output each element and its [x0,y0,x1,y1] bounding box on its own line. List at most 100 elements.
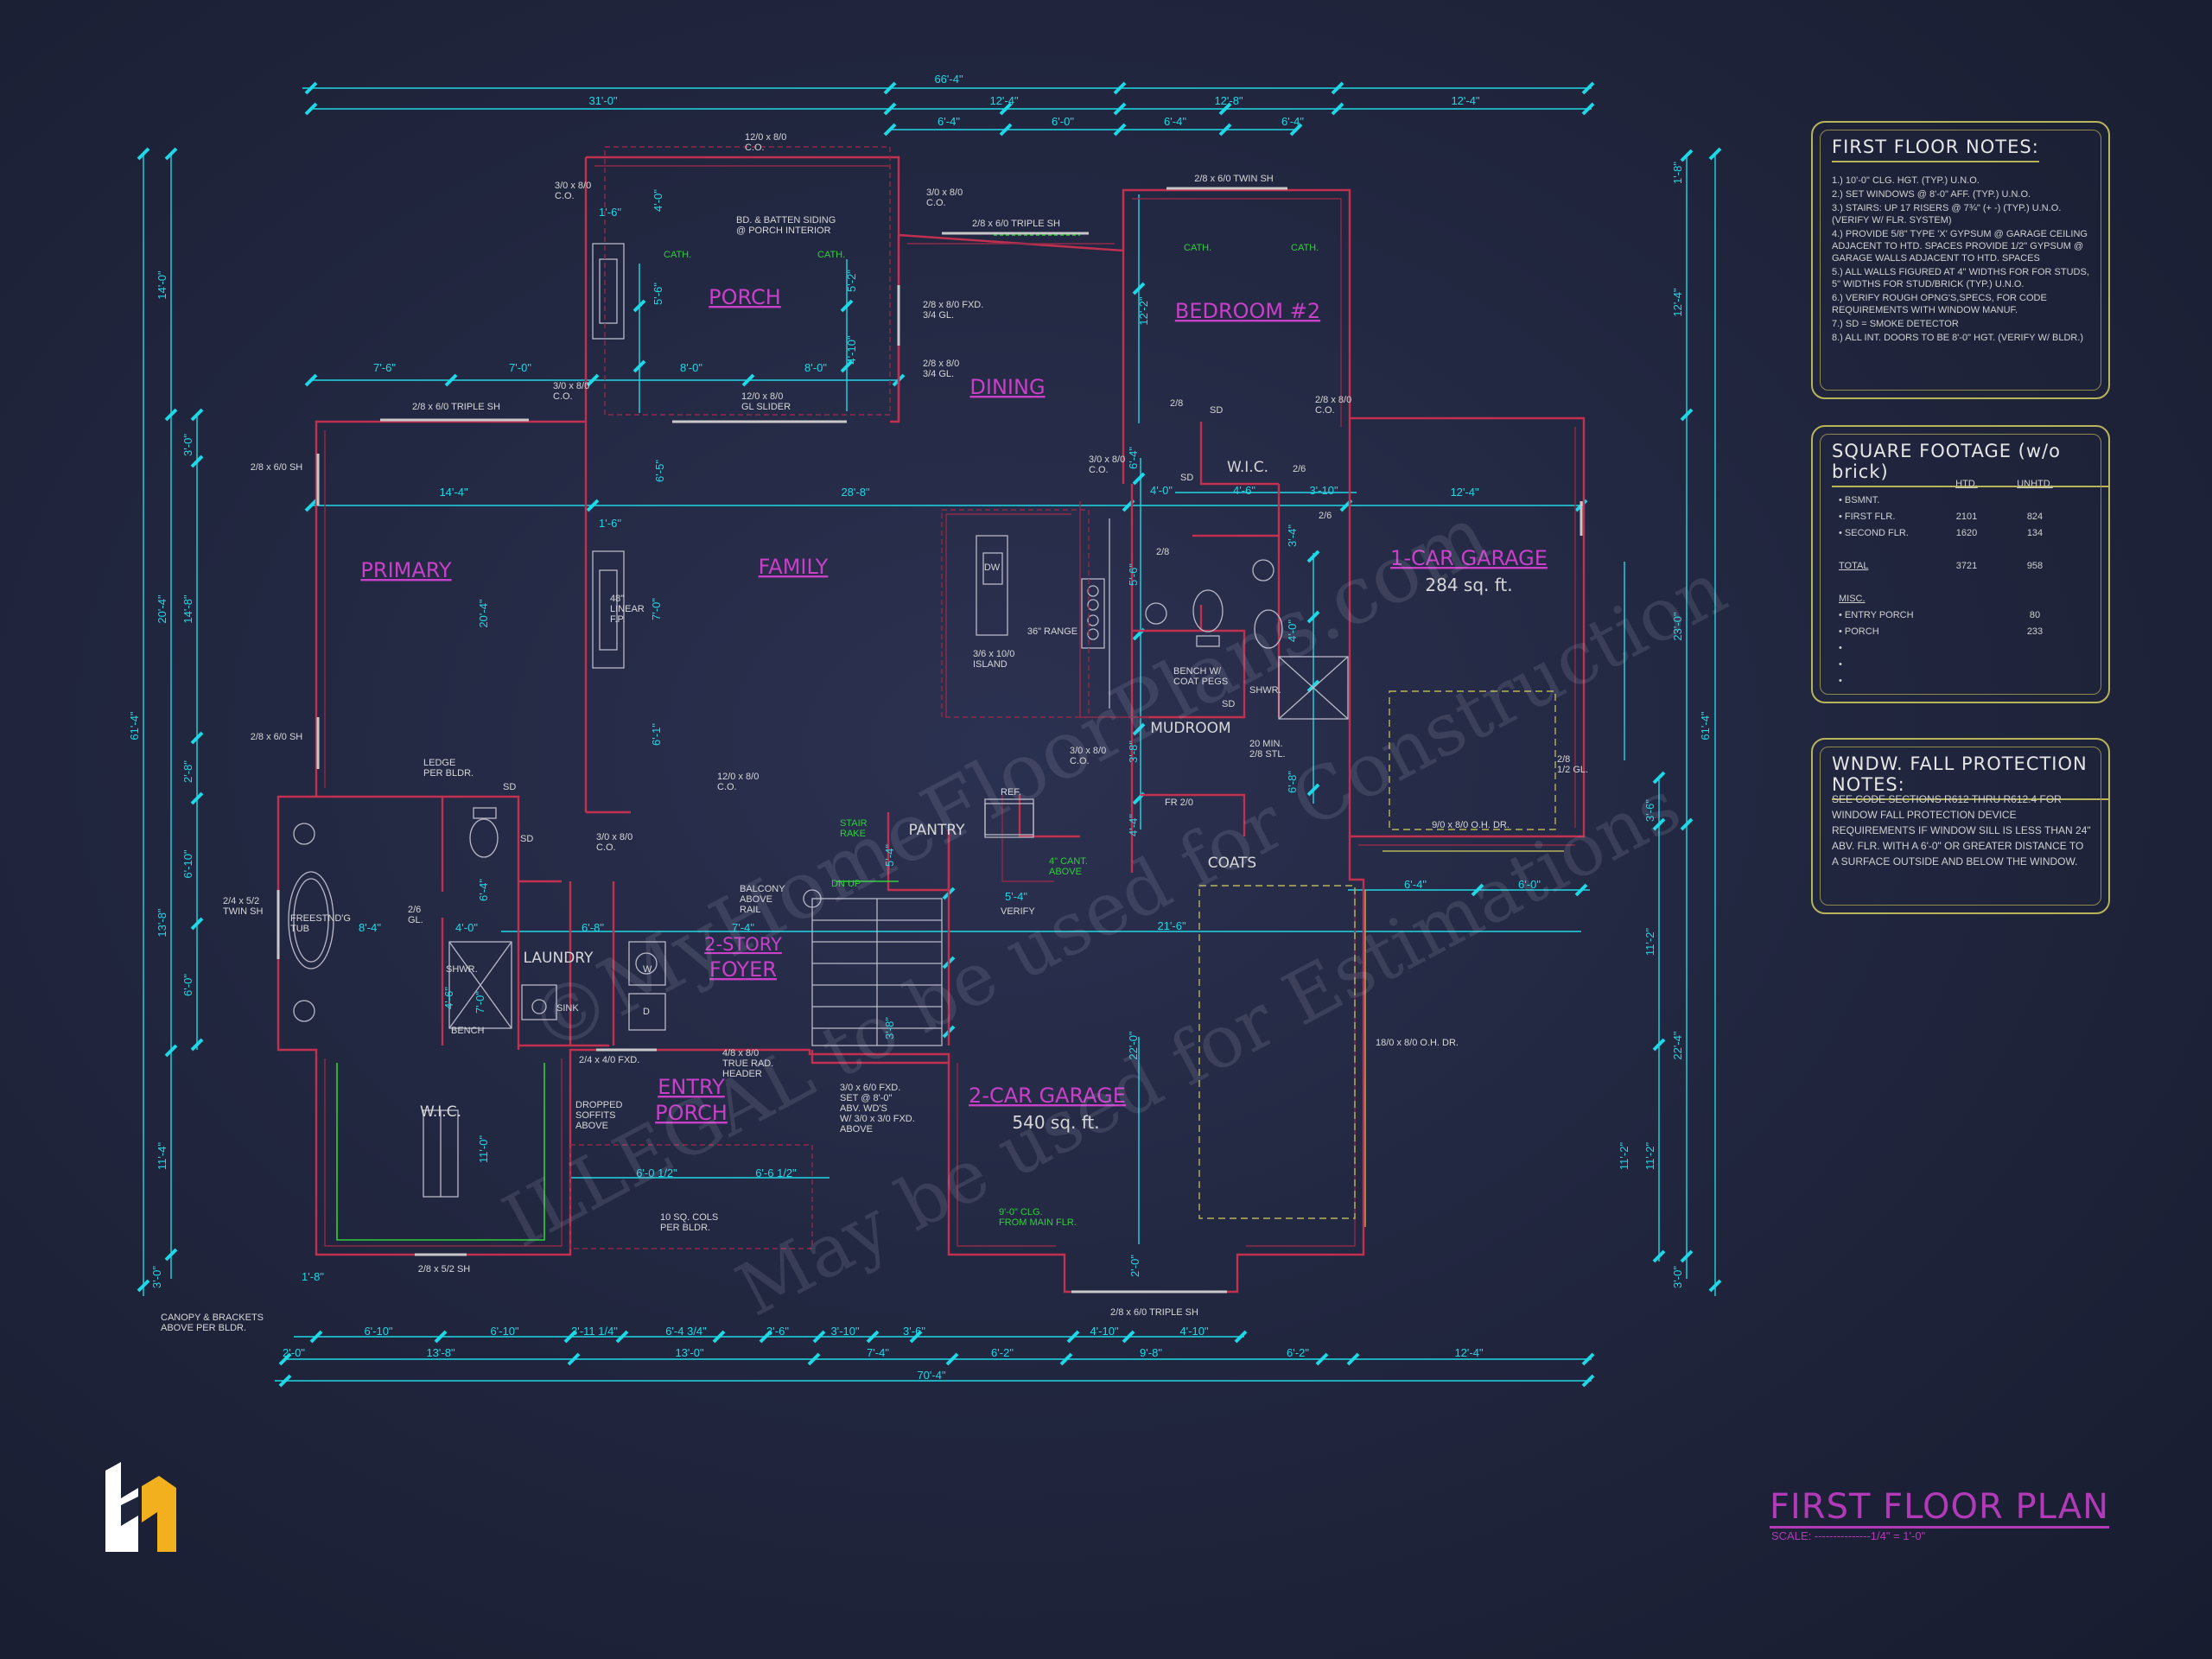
dim-int-wic1-b: 1'-8" [302,1270,324,1283]
windows [276,187,1583,1294]
label-cath3: CATH. [1184,243,1211,253]
label-fr-door: FR 2/0 [1165,798,1193,808]
label-cath1: CATH. [664,250,691,260]
sqft-row: • [1832,659,2091,676]
dim-int-wic2-w3: 3'-10" [1309,484,1338,497]
plan-scale: SCALE: ---------------1/4" = 1'-0" [1771,1529,1926,1542]
dim-int-wic2-w2: 4'-0" [1150,484,1173,497]
dim-int-bed-h: 12'-2" [1137,296,1150,326]
room-entry-b: PORCH [655,1101,728,1125]
label-ref: REF. [1001,787,1021,798]
dim-int-shwr2: 7'-0" [474,991,486,1014]
dim-int-primbath-b: 4'-0" [455,921,478,934]
sqft-row: • BSMNT. [1832,495,2091,512]
fall-text: SEE CODE SECTIONS R612 THRU R612.4 FOR W… [1832,793,2091,868]
fall-title: WNDW. FALL PROTECTION NOTES: [1832,753,2108,800]
label-w-prim-left2: 2/8 x 6/0 SH [251,732,303,742]
dim-left-total: 61'-4" [128,711,141,741]
room-wic2: W.I.C. [1227,459,1268,476]
label-w-garage-triple: 2/8 x 6/0 TRIPLE SH [1110,1307,1198,1318]
dim-top-b: 12'-4" [989,94,1019,107]
accent-lines [336,146,1564,1249]
room-pantry: PANTRY [908,822,965,839]
label-oh-door2: 18/0 x 8/0 O.H. DR. [1376,1038,1459,1048]
dim-int-porch-h4: 4'-10" [845,335,858,365]
label-sd1: SD [1210,405,1223,416]
sqft-row [1832,577,2091,594]
note-item: 1.) 10'-0" CLG. HGT. (TYP.) U.N.O. [1832,175,1980,186]
dim-top2-c: 6'-4" [1164,115,1186,128]
sqft-title: SQUARE FOOTAGE (w/o brick) [1832,441,2108,487]
sqft-cell-label: • PORCH [1839,626,1879,637]
dim-right-c: 22'-4" [1671,1031,1684,1060]
dim-int-porch-w4: 8'-0" [804,361,827,374]
dim-top2-a: 6'-4" [938,115,960,128]
room-garage2-area: 540 sq. ft. [1012,1112,1099,1133]
dim-bottom-e: 9'-8" [1140,1346,1162,1359]
sqft-cell-htd: 2101 [1955,512,1978,522]
dim-left2-b: 14'-8" [181,594,194,624]
label-bench: BENCH W/COAT PEGS [1173,666,1228,687]
dim-int-foyer-w: 7'-4" [732,921,754,934]
dim-int-family-d: 6'-5" [653,460,666,482]
dim-int-stair-a: 5'-4" [883,844,896,867]
plan-title: FIRST FLOOR PLAN [1770,1487,2110,1529]
dim-top-d: 12'-4" [1451,94,1480,107]
dim-right-e: 3'-0" [1671,1266,1684,1288]
label-sd4: SD [503,782,516,792]
brand-logo-icon [105,1462,176,1552]
dim-top-c: 12'-8" [1214,94,1243,107]
dim-int-porch-fw: 6'-0 1/2" [636,1166,677,1179]
dim-int-garage-bottom: 2'-0" [1128,1255,1141,1277]
label-washer: W [643,964,652,975]
square-footage-panel: SQUARE FOOTAGE (w/o brick) HTD.UNHTD. • … [1811,425,2110,703]
dim-int-primbath-w: 8'-4" [359,921,381,934]
label-door-b: 2/6 [1293,464,1306,474]
dim-right2-b: 11'-2" [1643,928,1656,957]
dim-int-garage2-top2: 6'-0" [1518,878,1541,891]
room-dining: DINING [969,375,1045,399]
dim-right2-c: 11'-2" [1643,1142,1656,1171]
dim-bottom2-f: 3'-10" [830,1325,860,1338]
dim-int-primary-w: 14'-4" [439,486,468,499]
room-foyer-b: FOYER [709,957,777,982]
label-w-prim-top: 2/8 x 6/0 TRIPLE SH [412,402,500,412]
dim-bottom-b: 13'-0" [675,1346,704,1359]
dim-bottom-f: 6'-2" [1287,1346,1309,1359]
dim-top-total: 66'-4" [934,73,963,86]
dim-int-garage2-w: 21'-6" [1157,919,1186,932]
dim-bottom-left-x: 2'-0" [283,1346,305,1359]
room-garage1-area: 284 sq. ft. [1425,575,1512,595]
label-w-prim-left1: 2/8 x 6/0 SH [251,462,303,473]
dim-bottom2-e: 3'-6" [766,1325,789,1338]
exterior-walls [276,156,1586,1294]
dim-int-mud-c: 4'-4" [1127,814,1140,836]
label-dw: DW [984,563,1001,573]
label-sink: SINK [556,1003,579,1014]
dim-int-bath-a: 6'-4" [1127,447,1140,469]
dim-int-family-h1: 7'-0" [650,598,663,620]
dim-int-laundry-w: 6'-8" [582,921,604,934]
room-garage2: 2-CAR GARAGE [969,1084,1126,1108]
label-door-d: 2/8 [1156,547,1169,557]
dim-left-a: 14'-0" [156,270,168,300]
dim-right-total: 61'-4" [1699,711,1712,741]
label-w-bed-top: 2/8 x 6/0 TWIN SH [1194,174,1274,184]
label-door-a: 2/8 [1170,398,1183,409]
dim-left2-c: 2'-8" [181,760,194,783]
sqft-cell-label: MISC. [1839,594,1866,604]
sqft-col-htd: HTD. [1955,479,1978,489]
dim-int-porch-h3: 5'-2" [845,270,858,292]
first-floor-notes-panel: FIRST FLOOR NOTES: 1.) 10'-0" CLG. HGT. … [1811,121,2110,399]
